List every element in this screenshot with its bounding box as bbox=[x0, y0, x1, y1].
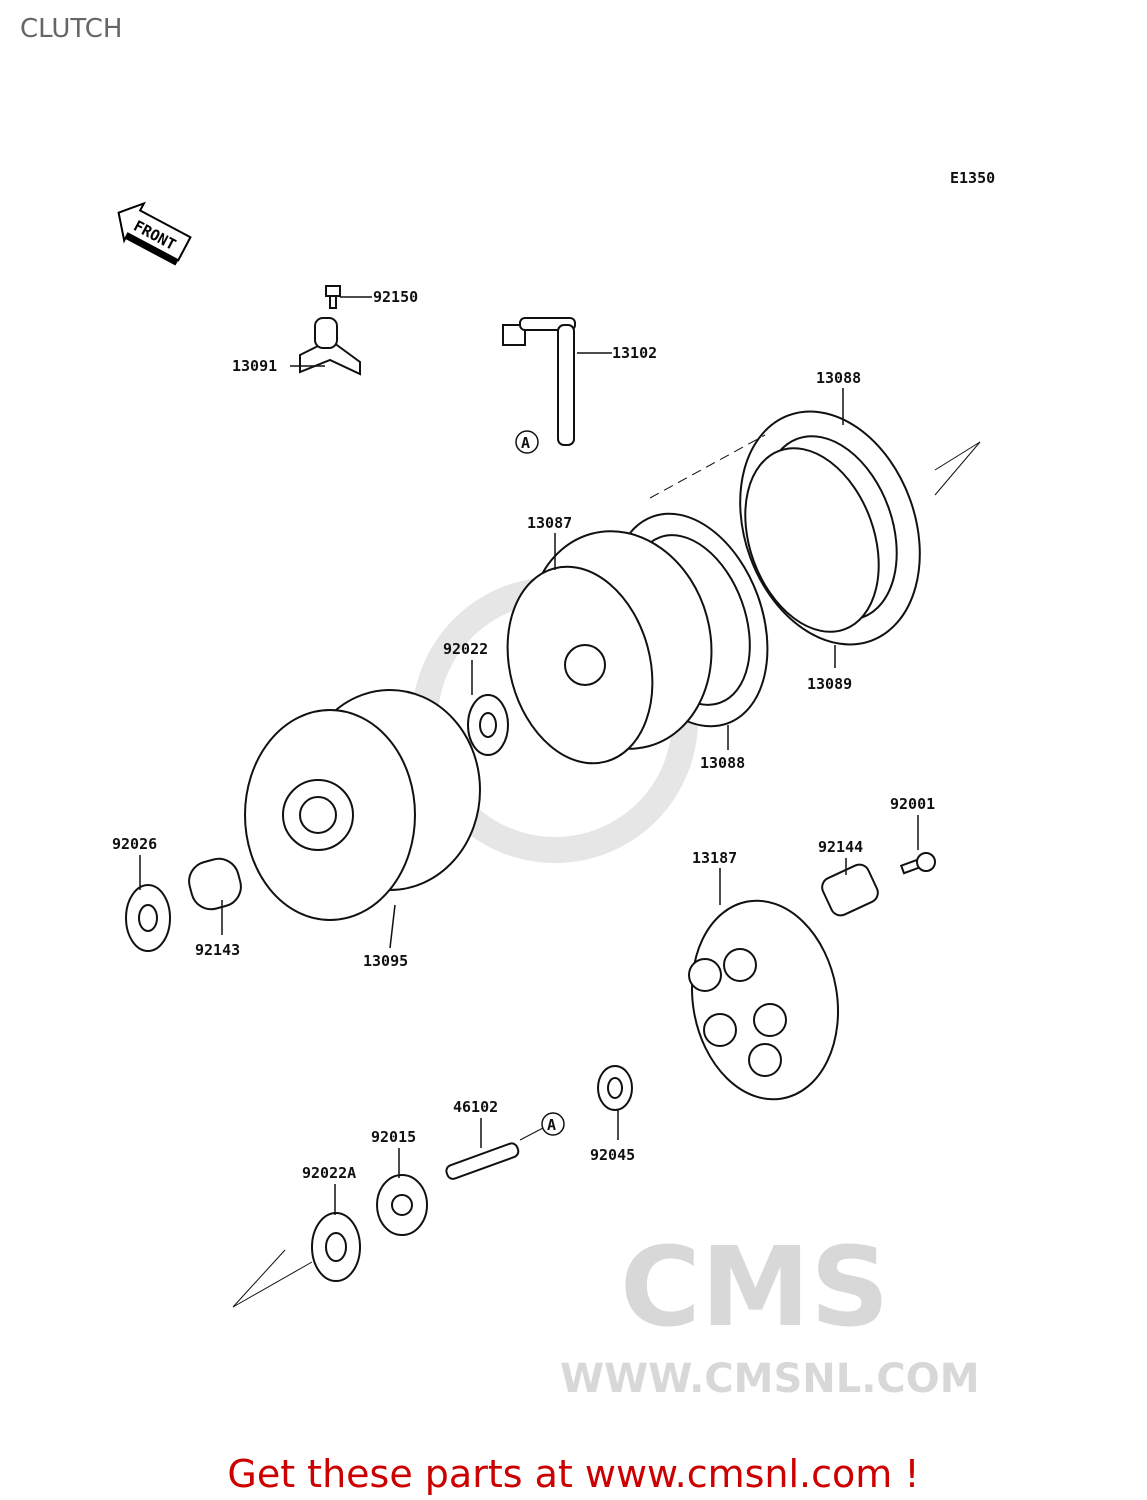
bolt-92001 bbox=[899, 852, 936, 875]
part-label[interactable]: 13187 bbox=[692, 849, 737, 867]
part-label[interactable]: 13088 bbox=[700, 754, 745, 772]
svg-text:A: A bbox=[547, 1116, 556, 1134]
nut-92015 bbox=[376, 1174, 428, 1236]
leader-line bbox=[389, 904, 396, 949]
part-label[interactable]: 13087 bbox=[527, 514, 572, 532]
washer-92026 bbox=[125, 884, 171, 952]
bearing-92045 bbox=[597, 1065, 633, 1111]
part-label[interactable]: 13088 bbox=[816, 369, 861, 387]
parts bbox=[125, 285, 981, 1308]
svg-text:A: A bbox=[521, 434, 530, 452]
watermark-logo: CMS bbox=[620, 1223, 889, 1351]
watermark-url: WWW.CMSNL.COM bbox=[560, 1356, 980, 1402]
part-label[interactable]: 13102 bbox=[612, 344, 657, 362]
pushrod-46102 bbox=[445, 1142, 520, 1180]
watermark: CMS WWW.CMSNL.COM bbox=[560, 1223, 980, 1402]
part-label[interactable]: 92022 bbox=[443, 640, 488, 658]
clutch-housing-13095 bbox=[244, 689, 481, 921]
part-label[interactable]: 92045 bbox=[590, 1146, 635, 1164]
part-label[interactable]: 92001 bbox=[890, 795, 935, 813]
pressure-plate-13187 bbox=[688, 899, 840, 1101]
page-title: CLUTCH bbox=[20, 14, 123, 44]
washer-92022 bbox=[467, 694, 509, 756]
part-label[interactable]: 92150 bbox=[373, 288, 418, 306]
bolt-92150 bbox=[325, 285, 341, 309]
steel-plate-13089 bbox=[744, 447, 880, 633]
part-label[interactable]: 92026 bbox=[112, 835, 157, 853]
diagram-code: E1350 bbox=[950, 169, 995, 187]
clutch-hub-13087 bbox=[506, 530, 713, 765]
part-label[interactable]: 13091 bbox=[232, 357, 277, 375]
part-label[interactable]: 46102 bbox=[453, 1098, 498, 1116]
spring-92144 bbox=[821, 863, 879, 917]
part-label[interactable]: 13095 bbox=[363, 952, 408, 970]
part-label[interactable]: 92022A bbox=[302, 1164, 356, 1182]
footer-link[interactable]: Get these parts at www.cmsnl.com ! bbox=[227, 1452, 920, 1496]
reference-mark-a: A bbox=[541, 1112, 565, 1136]
footer-promo: Get these parts at www.cmsnl.com ! bbox=[0, 1452, 1147, 1496]
part-label[interactable]: 92144 bbox=[818, 838, 863, 856]
lever-13102 bbox=[502, 317, 576, 446]
reference-mark-a: A bbox=[515, 430, 539, 454]
front-arrow-icon: FRONT bbox=[117, 201, 192, 266]
washer-92022A bbox=[311, 1212, 361, 1282]
part-label[interactable]: 92143 bbox=[195, 941, 240, 959]
part-label[interactable]: 13089 bbox=[807, 675, 852, 693]
part-label[interactable]: 92015 bbox=[371, 1128, 416, 1146]
collar-92143 bbox=[188, 857, 242, 911]
